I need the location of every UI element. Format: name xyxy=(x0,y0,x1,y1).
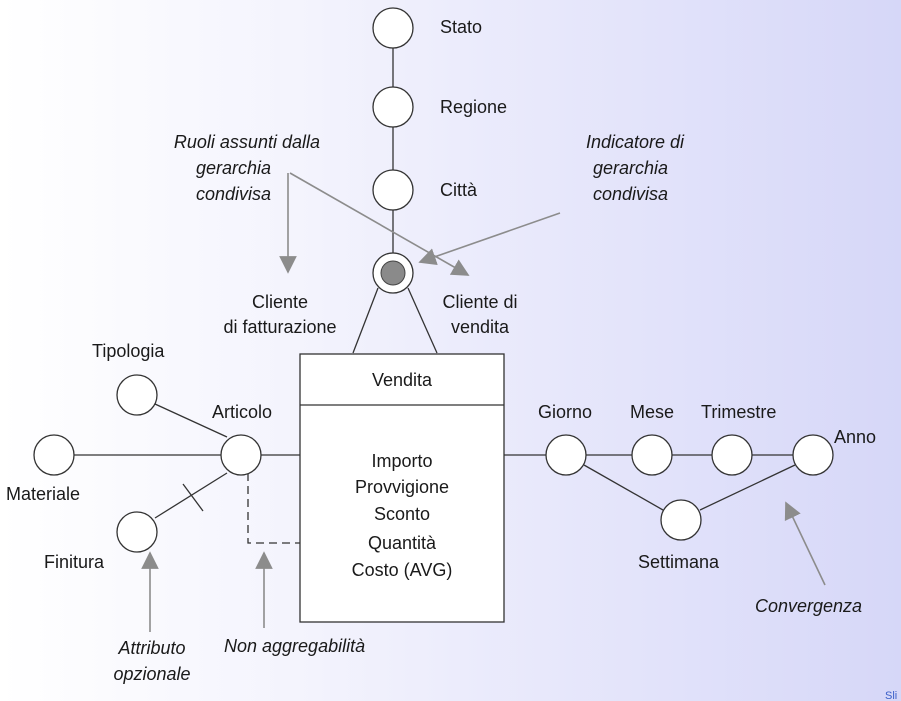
node-anno xyxy=(792,434,834,476)
label-mese: Mese xyxy=(630,402,674,422)
node-articolo xyxy=(220,434,262,476)
label-settimana: Settimana xyxy=(638,552,720,572)
measure-3: Sconto xyxy=(374,504,430,524)
measure-4: Quantità xyxy=(368,533,437,553)
arrow-roles-right xyxy=(289,172,470,276)
annot-indicator-3: condivisa xyxy=(593,184,668,204)
label-finitura: Finitura xyxy=(44,552,105,572)
annot-indicator-1: Indicatore di xyxy=(586,132,685,152)
edge-role-fatturazione xyxy=(352,287,379,354)
edge-tipologia-articolo xyxy=(154,403,228,438)
node-citta xyxy=(372,169,414,211)
label-role-right-1: Cliente di xyxy=(442,292,517,312)
edge-giorno-settimana xyxy=(583,464,664,511)
label-anno: Anno xyxy=(834,427,876,447)
edge-settimana-anno xyxy=(699,464,796,511)
label-role-left-1: Cliente xyxy=(252,292,308,312)
edge-role-vendita xyxy=(407,287,438,354)
footer-link-fragment: Sli xyxy=(885,690,897,701)
node-trimestre xyxy=(711,434,753,476)
annot-non-additivity: Non aggregabilità xyxy=(224,636,365,656)
node-stato xyxy=(372,7,414,49)
annot-convergence: Convergenza xyxy=(755,596,862,616)
optional-dash xyxy=(182,483,204,512)
annot-roles-3: condivisa xyxy=(196,184,271,204)
fact-box xyxy=(299,353,505,623)
measure-5: Costo (AVG) xyxy=(352,560,453,580)
measure-2: Provvigione xyxy=(355,477,449,497)
node-tipologia xyxy=(116,374,158,416)
annot-optional-2: opzionale xyxy=(113,664,190,684)
arrow-convergence xyxy=(784,501,826,586)
label-role-left-2: di fatturazione xyxy=(223,317,336,337)
label-role-right-2: vendita xyxy=(451,317,510,337)
label-citta: Città xyxy=(440,180,478,200)
label-tipologia: Tipologia xyxy=(92,341,165,361)
node-materiale xyxy=(33,434,75,476)
annot-roles-1: Ruoli assunti dalla xyxy=(174,132,320,152)
label-stato: Stato xyxy=(440,17,482,37)
node-mese xyxy=(631,434,673,476)
node-finitura xyxy=(116,511,158,553)
measure-1: Importo xyxy=(371,451,432,471)
label-trimestre: Trimestre xyxy=(701,402,776,422)
label-giorno: Giorno xyxy=(538,402,592,422)
annot-roles-2: gerarchia xyxy=(196,158,271,178)
fact-name: Vendita xyxy=(372,370,433,390)
annot-optional-1: Attributo xyxy=(117,638,185,658)
node-settimana xyxy=(660,499,702,541)
label-materiale: Materiale xyxy=(6,484,80,504)
node-regione xyxy=(372,86,414,128)
node-giorno xyxy=(545,434,587,476)
label-articolo: Articolo xyxy=(212,402,272,422)
annot-indicator-2: gerarchia xyxy=(593,158,668,178)
shared-indicator-dot xyxy=(380,260,406,286)
arrow-indicator xyxy=(418,212,561,266)
label-regione: Regione xyxy=(440,97,507,117)
